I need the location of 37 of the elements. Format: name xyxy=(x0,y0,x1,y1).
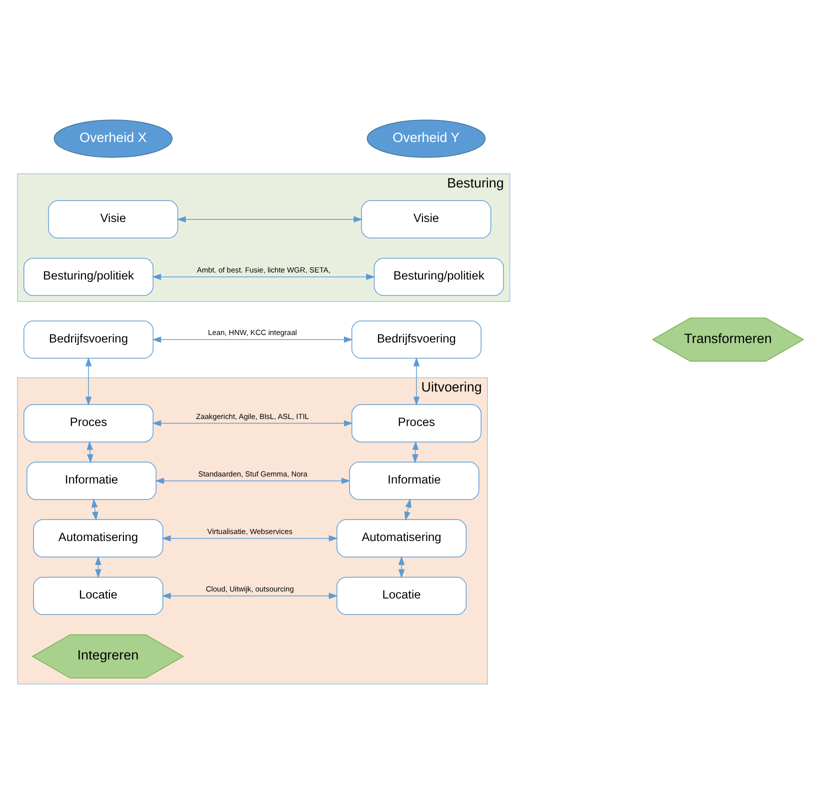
arrow xyxy=(162,592,338,600)
arrow xyxy=(412,440,419,464)
node-box: Besturing/politiek xyxy=(24,258,154,296)
edge-label: Standaarden, Stuf Gemma, Nora xyxy=(198,469,308,478)
node-box: Informatie xyxy=(26,462,156,500)
node-ellipse: Overheid Y xyxy=(366,120,486,158)
arrow xyxy=(95,556,102,578)
arrow xyxy=(162,535,338,542)
node-box: Bedrijfsvoering xyxy=(351,320,482,359)
edge-label: Cloud, Uitwijk, outsourcing xyxy=(206,584,294,594)
arrow xyxy=(85,357,92,406)
arrow xyxy=(152,420,353,426)
arrow xyxy=(398,556,405,578)
node-box: Automatisering xyxy=(33,519,164,558)
node-box: Proces xyxy=(24,404,154,442)
edge-label: Virtualisatie, Webservices xyxy=(207,526,292,536)
arrow xyxy=(413,357,420,406)
arrow xyxy=(91,498,98,521)
node-ellipse: Overheid X xyxy=(54,120,173,158)
node-box: Besturing/politiek xyxy=(374,258,504,296)
arrow xyxy=(152,274,376,280)
node-box: Visie xyxy=(48,200,178,238)
node-box: Locatie xyxy=(33,576,164,615)
node-box: Visie xyxy=(361,200,492,238)
arrow xyxy=(176,216,363,222)
arrow xyxy=(86,440,94,464)
node-box: Informatie xyxy=(349,462,480,500)
edge-label: Lean, HNW, KCC integraal xyxy=(208,328,297,338)
edge-label: Ambt. of best. Fusie, lichte WGR, SETA, xyxy=(196,265,330,274)
arrow xyxy=(404,498,412,521)
node-box: Proces xyxy=(351,404,482,442)
arrow xyxy=(152,336,353,343)
arrow xyxy=(155,478,350,484)
node-box: Bedrijfsvoering xyxy=(24,320,154,359)
node-box: Locatie xyxy=(336,576,467,615)
node-box: Automatisering xyxy=(336,519,467,558)
edge-label: Zaakgericht, Agile, BlsL, ASL, ITIL xyxy=(196,412,309,421)
